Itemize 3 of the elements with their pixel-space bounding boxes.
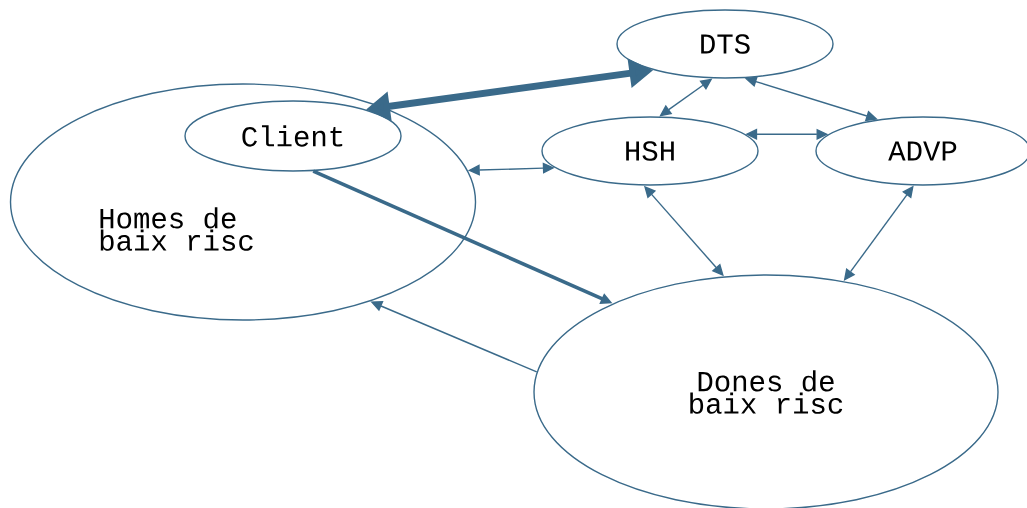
ellipse-node: DTS [616, 9, 834, 79]
ellipse-node: Client [184, 100, 402, 172]
ellipse-node: HSH [541, 116, 759, 186]
